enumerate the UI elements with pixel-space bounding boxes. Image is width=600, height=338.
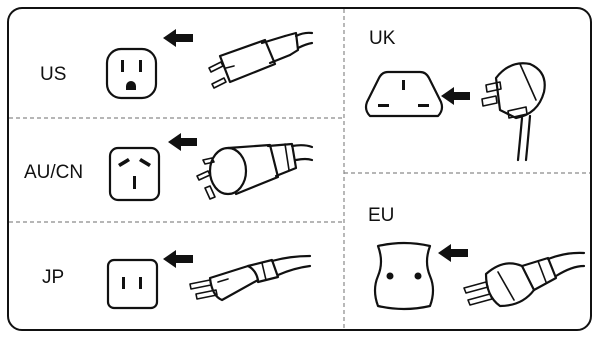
left-arrow-icon-uk <box>441 87 470 105</box>
outlet-icon-us <box>105 47 158 100</box>
power-plug-icon-au-cn <box>196 142 314 200</box>
outlet-icon-jp <box>106 258 159 310</box>
outlet-icon-eu <box>373 241 435 311</box>
panel-label-au-cn: AU/CN <box>24 162 83 183</box>
panel-label-eu: EU <box>368 205 394 226</box>
outlet-icon-uk <box>364 70 444 118</box>
power-plug-icon-uk <box>481 62 546 162</box>
panel-label-uk: UK <box>369 28 396 49</box>
power-plug-icon-us <box>208 31 314 89</box>
panel-uk: UK <box>364 28 546 162</box>
panel-label-us: US <box>40 64 66 85</box>
panel-au-cn: AU/CN <box>24 133 314 202</box>
panel-us: US <box>40 29 314 100</box>
panel-jp: JP <box>42 250 312 310</box>
power-plug-icon-jp <box>189 254 312 302</box>
left-arrow-icon-us <box>163 29 193 47</box>
panel-eu: EU <box>368 205 586 311</box>
left-arrow-icon-eu <box>438 244 468 262</box>
left-arrow-icon-au-cn <box>168 133 197 151</box>
diagram-frame <box>7 7 592 331</box>
power-plug-icon-eu <box>463 251 586 308</box>
outlet-icon-au-cn <box>108 146 161 202</box>
panel-label-jp: JP <box>42 267 64 288</box>
left-arrow-icon-jp <box>163 250 193 268</box>
